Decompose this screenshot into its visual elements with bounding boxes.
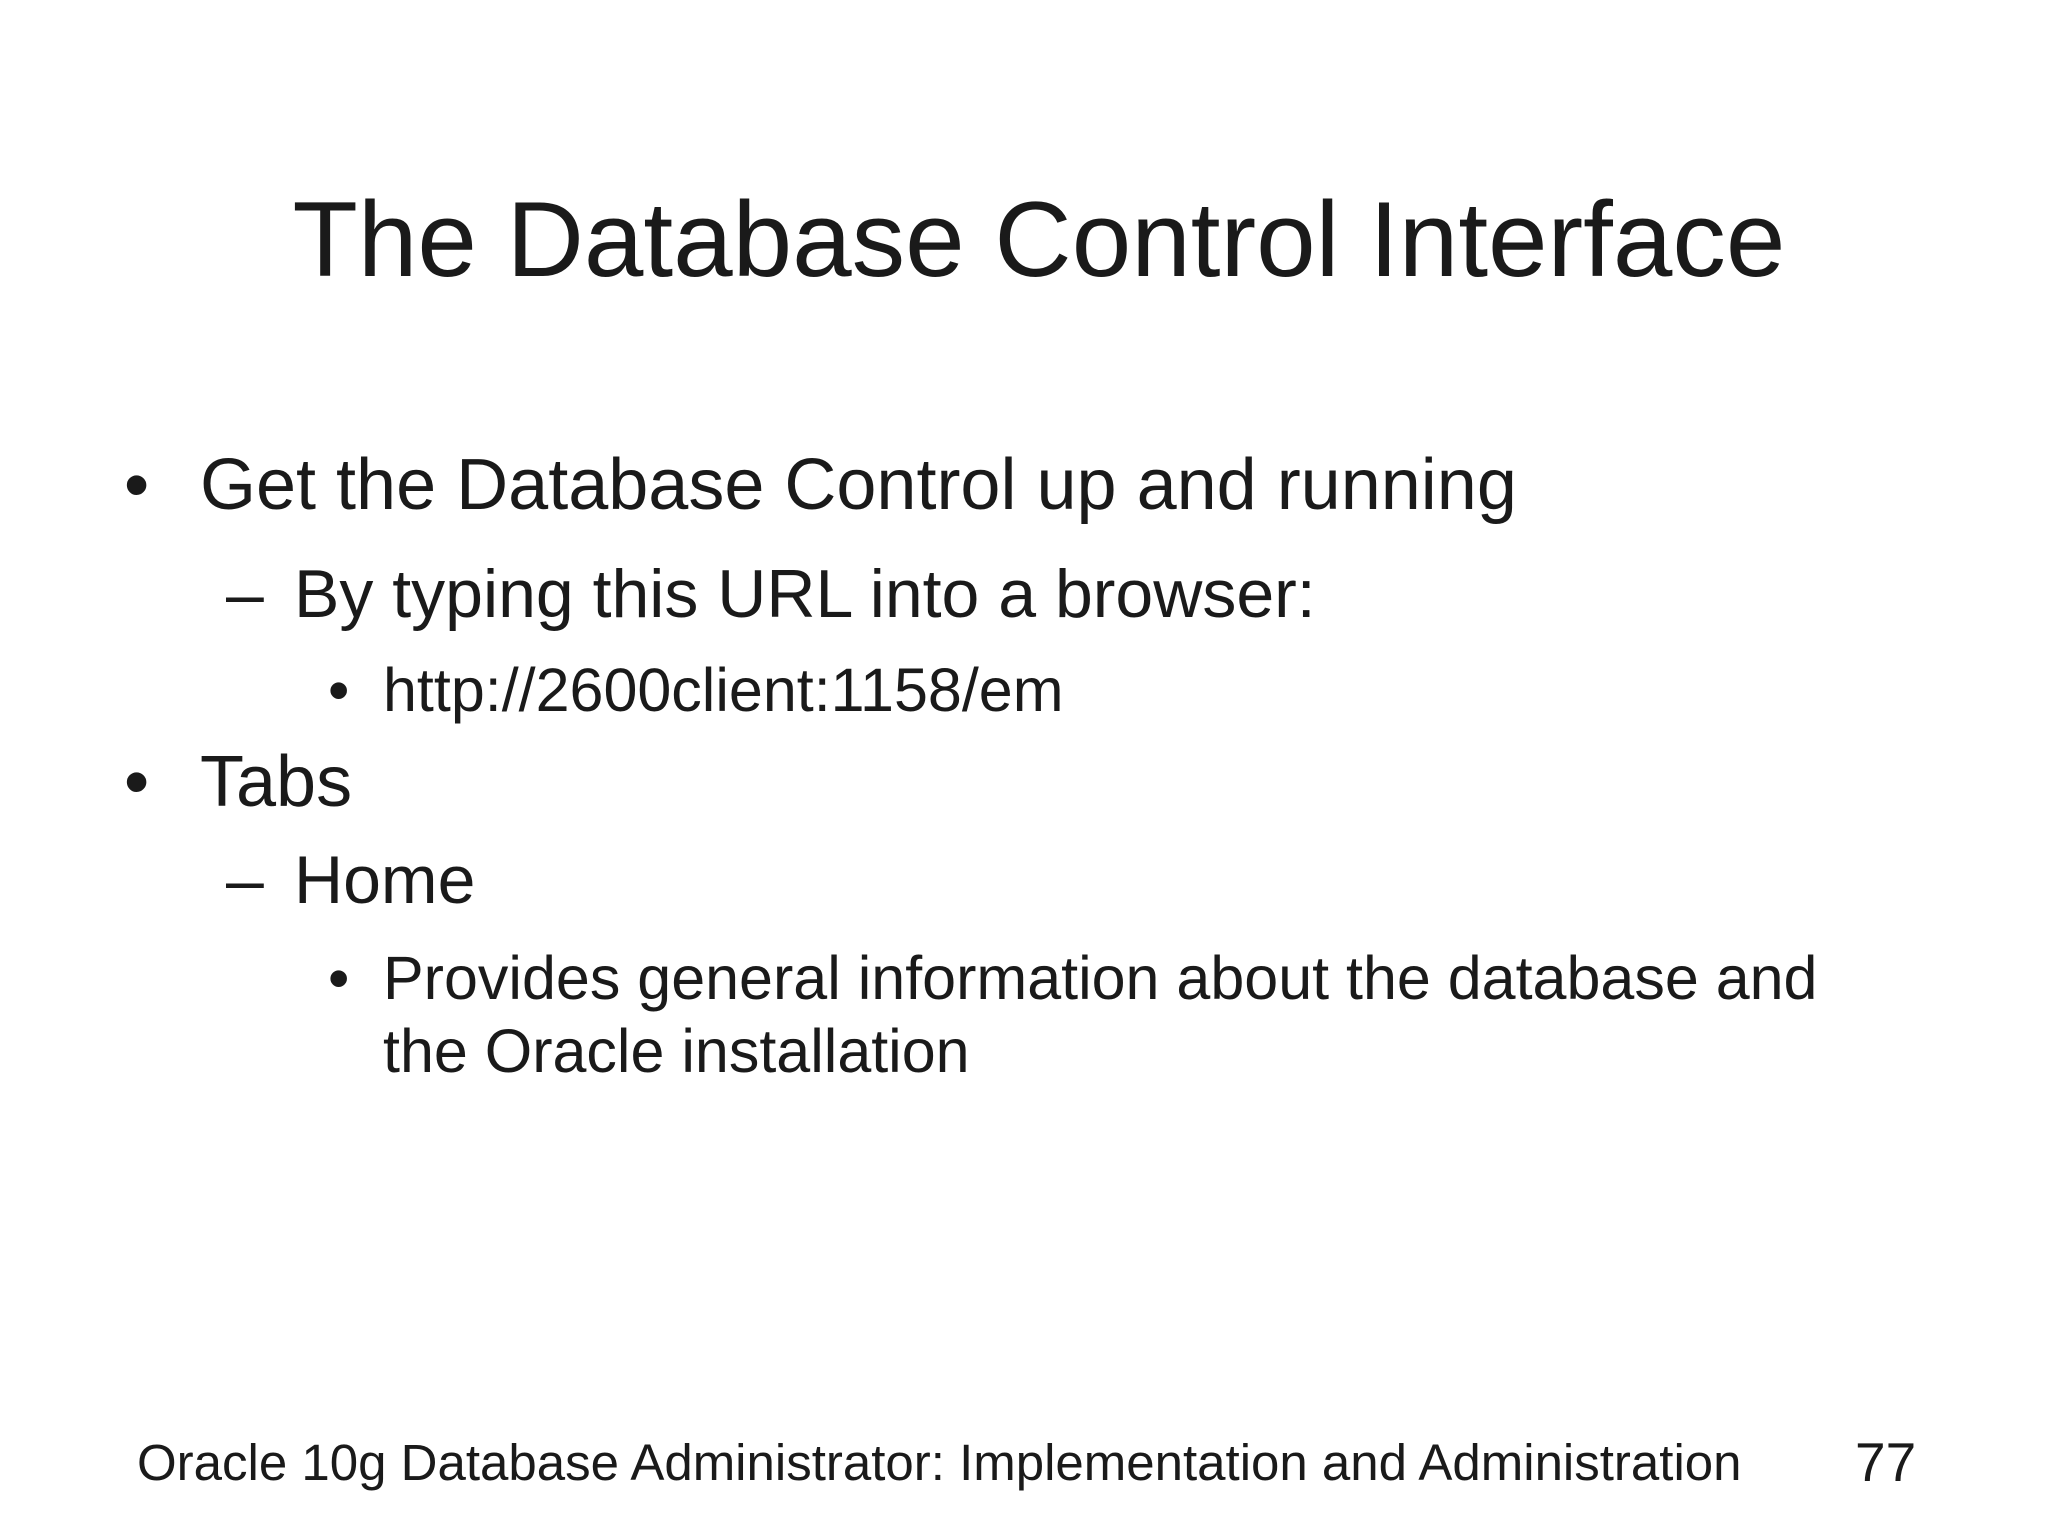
bullet-text: Tabs [200,742,353,822]
bullet-text: Provides general information about the d… [383,944,1818,1086]
bullet-text: Home [294,842,476,918]
footer-text: Oracle 10g Database Administrator: Imple… [137,1434,1742,1491]
bullet-marker: • [328,944,350,1012]
bullet-text-url: http://2600client:1158/em [383,656,1064,724]
dash-marker: – [226,556,264,632]
bullet-text: Get the Database Control up and running [200,445,1517,525]
bullet-marker: • [328,656,350,724]
bullet-marker: • [124,742,150,822]
bullet-text: By typing this URL into a browser: [294,556,1316,632]
slide-title: The Database Control Interface [292,179,1786,299]
bullet-marker: • [124,445,150,525]
page-number: 77 [1855,1431,1917,1493]
dash-marker: – [226,842,264,918]
